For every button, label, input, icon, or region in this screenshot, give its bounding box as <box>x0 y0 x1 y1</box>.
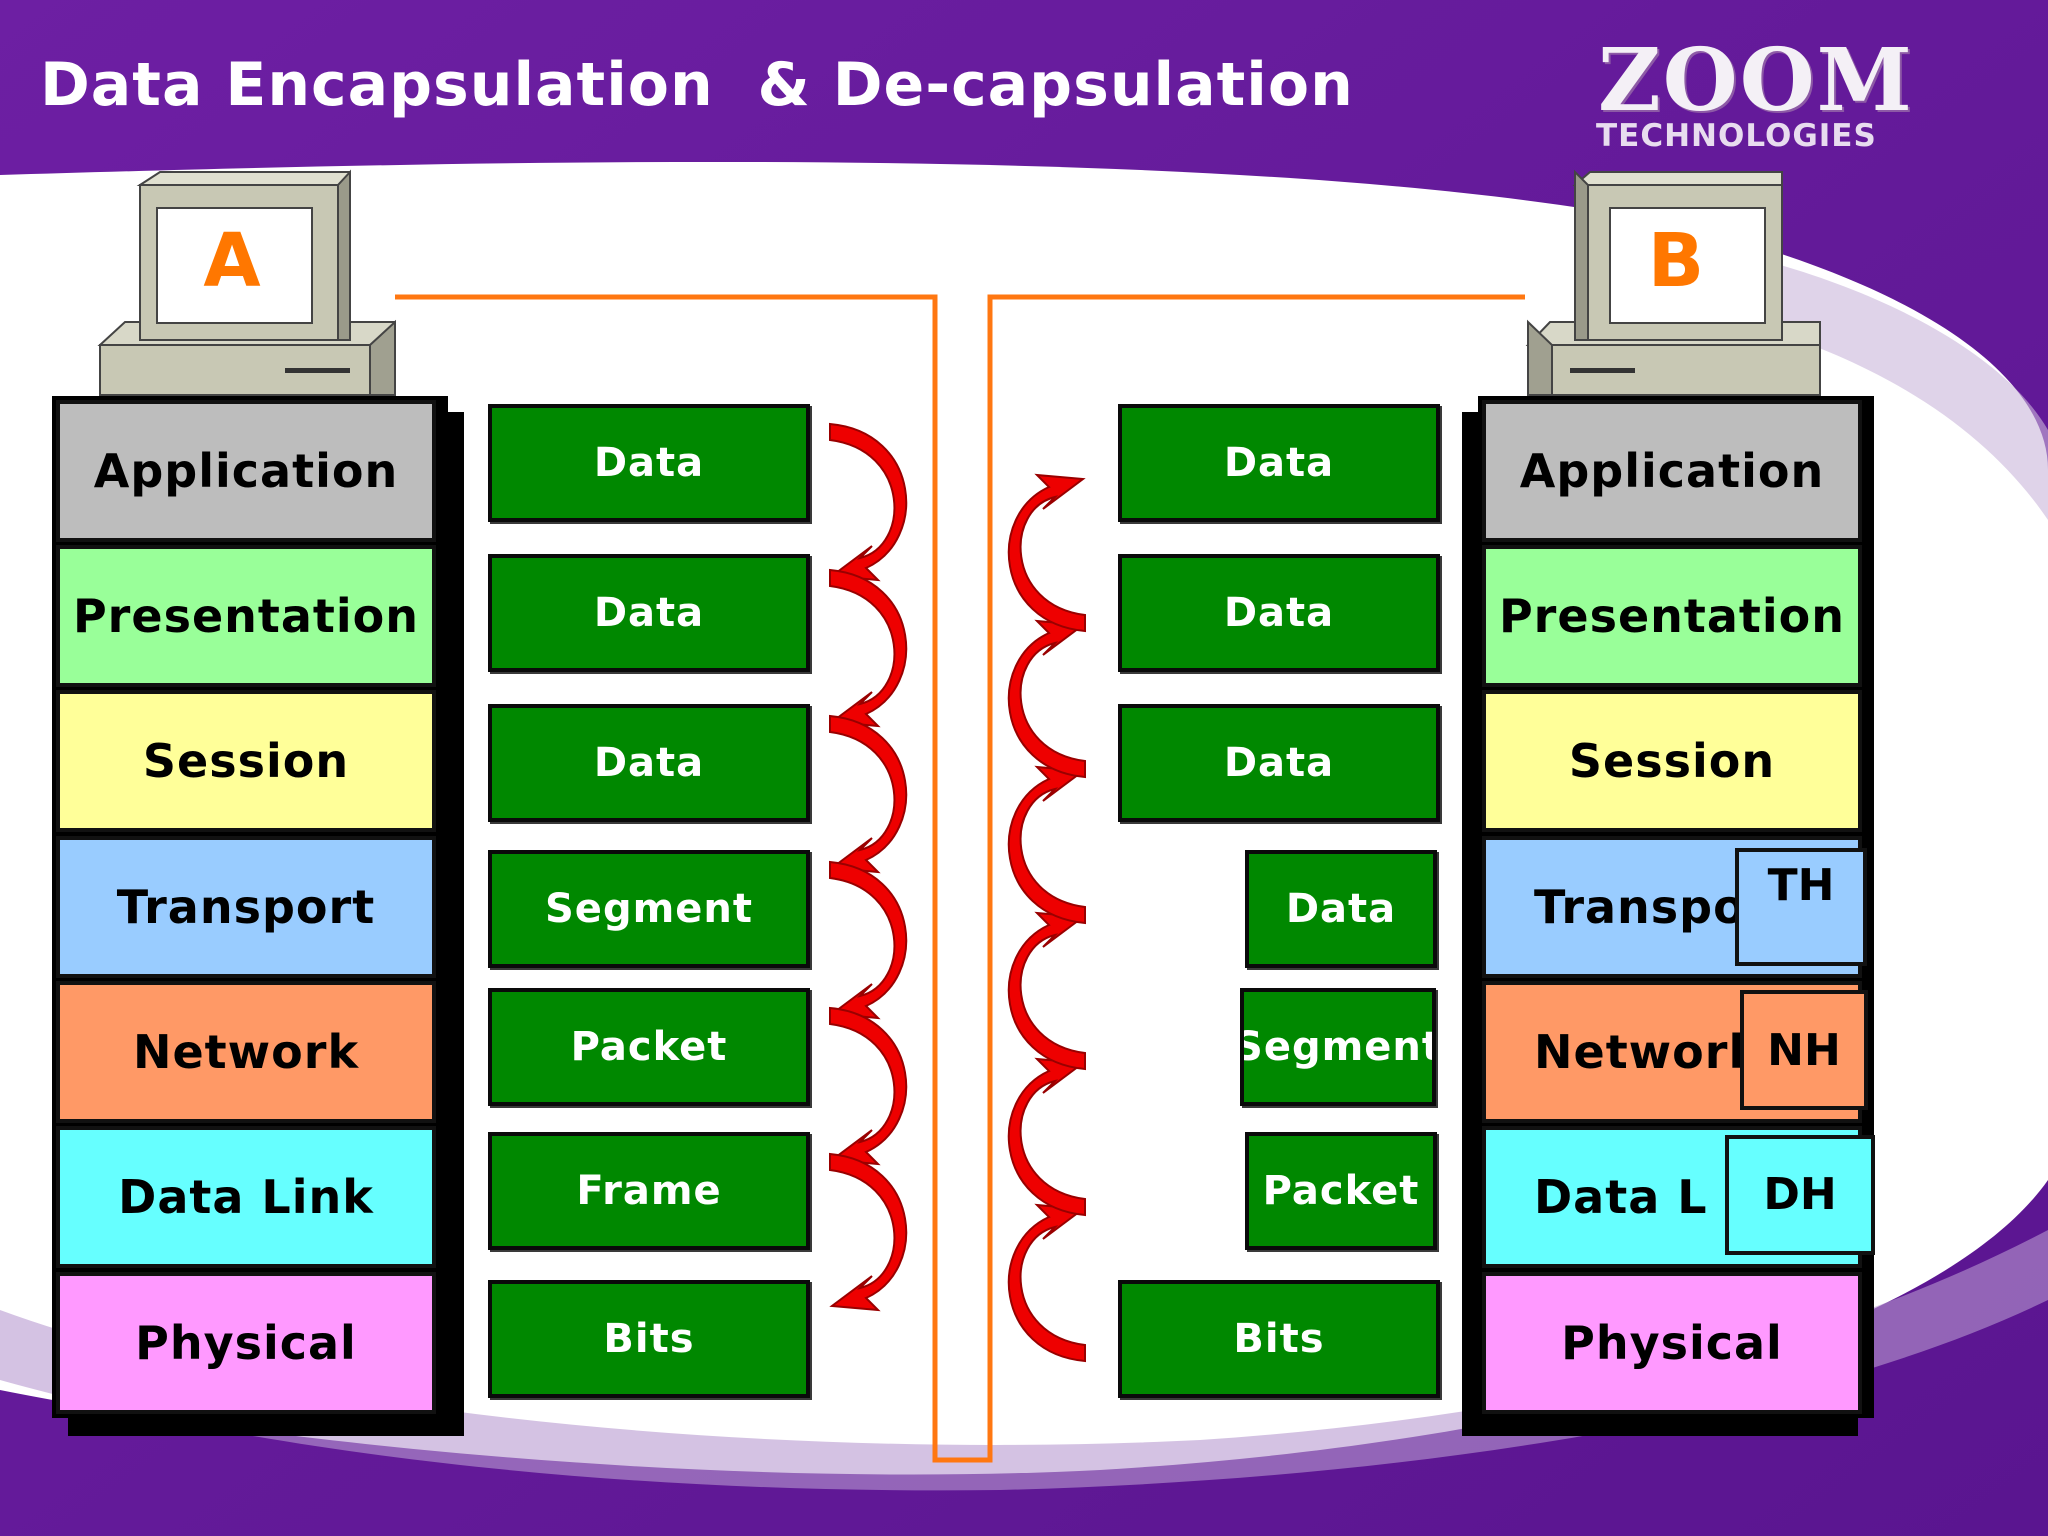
network-header: NH <box>1740 990 1868 1110</box>
slide-title: Data Encapsulation & De-capsulation <box>40 50 1354 120</box>
layer-data-link: Data Link <box>56 1126 436 1268</box>
receiver-pdu-packet: Packet <box>1245 1132 1437 1250</box>
decapsulation-arrow <box>1007 473 1086 633</box>
layer-session: Session <box>1482 690 1862 832</box>
receiver-pdu-data: Data <box>1245 850 1437 968</box>
encapsulation-arrow <box>829 1006 908 1166</box>
receiver-pdu-bits: Bits <box>1118 1280 1440 1398</box>
sender-pdu-frame: Frame <box>488 1132 810 1250</box>
host-a-label: A <box>203 218 261 304</box>
logo-wordmark: ZOOM <box>1598 30 1914 131</box>
network-wire <box>395 294 1525 1463</box>
sender-pdu-bits: Bits <box>488 1280 810 1398</box>
computer-b-icon <box>1525 169 1821 396</box>
host-b-label: B <box>1647 218 1705 304</box>
sender-pdu-data: Data <box>488 554 810 672</box>
encapsulation-arrow <box>829 1152 908 1312</box>
layer-transport: Transport <box>56 836 436 978</box>
encapsulation-arrows <box>829 422 908 1312</box>
encapsulation-arrow <box>829 860 908 1020</box>
receiver-pdu-segment: Segment <box>1240 988 1436 1106</box>
logo-tagline: TECHNOLOGIES <box>1596 118 1877 154</box>
sender-pdu-segment: Segment <box>488 850 810 968</box>
layer-application: Application <box>1482 400 1862 542</box>
layer-physical: Physical <box>1482 1272 1862 1414</box>
sender-pdu-data: Data <box>488 404 810 522</box>
decapsulation-arrow <box>1007 765 1086 925</box>
receiver-pdu-data: Data <box>1118 704 1440 822</box>
layer-presentation: Presentation <box>1482 545 1862 687</box>
layer-session: Session <box>56 690 436 832</box>
decapsulation-arrows <box>1007 473 1086 1363</box>
decapsulation-arrow <box>1007 619 1086 779</box>
layer-application: Application <box>56 400 436 542</box>
sender-pdu-packet: Packet <box>488 988 810 1106</box>
layer-presentation: Presentation <box>56 545 436 687</box>
encapsulation-arrow <box>829 714 908 874</box>
receiver-pdu-data: Data <box>1118 404 1440 522</box>
encapsulation-arrow <box>829 568 908 728</box>
datalink-header: DH <box>1725 1135 1875 1255</box>
decapsulation-arrow <box>1007 1057 1086 1217</box>
receiver-pdu-data: Data <box>1118 554 1440 672</box>
decapsulation-arrow <box>1007 1203 1086 1363</box>
layer-physical: Physical <box>56 1272 436 1414</box>
computer-a-icon <box>97 169 396 396</box>
transport-header: TH <box>1735 848 1867 966</box>
sender-pdu-data: Data <box>488 704 810 822</box>
encapsulation-arrow <box>829 422 908 582</box>
layer-network: Network <box>56 981 436 1123</box>
decapsulation-arrow <box>1007 911 1086 1071</box>
